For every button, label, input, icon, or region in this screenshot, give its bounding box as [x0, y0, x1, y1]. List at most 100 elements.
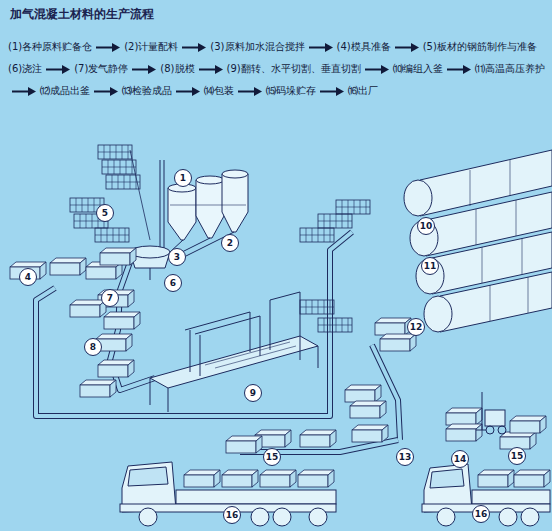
truck-part	[514, 470, 550, 487]
callout-number: 11	[421, 257, 439, 275]
flow-arrow-shaft	[176, 90, 194, 92]
process-step: ⒂码垛贮存	[266, 85, 316, 96]
cutting-machine-part	[190, 330, 191, 372]
flow-arrow-shaft	[309, 46, 327, 48]
flow-arrow	[309, 43, 333, 52]
autoclaves-part	[424, 296, 452, 332]
truck-part	[139, 508, 157, 526]
flow-arrow	[320, 87, 344, 96]
forklift-part	[485, 410, 505, 426]
product-stacks-part	[380, 334, 416, 351]
autoclave-carts-part	[300, 228, 334, 242]
flow-arrow-shaft	[365, 68, 383, 70]
product-stacks-part	[446, 408, 482, 425]
process-step: (8)脱模	[160, 63, 194, 74]
callout-number: 3	[168, 248, 186, 266]
flow-arrow-shaft	[96, 46, 114, 48]
flow-arrow-head	[62, 65, 70, 74]
cutting-machine-part	[205, 342, 290, 365]
process-step: ⒀检验成品	[122, 85, 172, 96]
callout-number: 14	[451, 450, 469, 468]
product-stacks-part	[350, 401, 386, 418]
flow-arrow-head	[192, 87, 200, 96]
callout-number: 9	[244, 384, 262, 402]
flow-arrow-head	[215, 65, 223, 74]
flow-arrow-head	[336, 87, 344, 96]
process-step: (4)模具准备	[337, 41, 391, 52]
callout-number: 16	[472, 505, 490, 523]
rebar-cages-part	[130, 150, 150, 240]
process-step: ⑾高温高压养护	[475, 63, 545, 74]
mold-carts-part	[98, 290, 134, 307]
mold-carts-part	[80, 380, 116, 397]
rebar-cages	[70, 145, 150, 242]
rail-track-part	[36, 232, 352, 416]
mold-station-part	[50, 258, 86, 275]
autoclaves-part	[482, 247, 483, 283]
process-step: (9)翻转、水平切割、垂直切割	[227, 63, 361, 74]
autoclave-carts-part	[336, 200, 370, 214]
truck-part	[430, 469, 464, 488]
flow-arrow-head	[110, 87, 118, 96]
truck-part	[128, 467, 168, 486]
autoclaves-part	[476, 209, 477, 245]
raw-material-silos-part	[222, 170, 248, 178]
flow-arrow	[12, 87, 36, 96]
product-stacks-part	[352, 425, 388, 442]
mold-carts	[70, 248, 140, 397]
callout-number: 8	[84, 338, 102, 356]
cutting-machine-part	[300, 336, 301, 360]
raw-material-silos-part	[196, 176, 224, 184]
flow-arrow-shaft	[395, 46, 413, 48]
flow-arrow-shaft	[132, 68, 150, 70]
cutting-machine-part	[168, 388, 169, 412]
cutting-machine-part	[318, 346, 319, 368]
autoclaves-part	[440, 272, 552, 332]
truck-part	[499, 508, 517, 526]
rebar-cages-part	[98, 145, 132, 159]
truck-part	[260, 470, 296, 487]
raw-material-silos-part	[164, 160, 165, 252]
flow-arrow	[447, 65, 471, 74]
autoclaves-part	[490, 285, 491, 321]
rebar-cages-part	[106, 175, 140, 189]
flow-arrow-head	[198, 43, 206, 52]
autoclaves-part	[510, 160, 511, 196]
cutting-machine-part	[150, 378, 151, 405]
flow-arrow	[365, 65, 389, 74]
flow-arrow-shaft	[238, 90, 256, 92]
callout-number: 15	[508, 447, 526, 465]
rail-track-part	[36, 232, 352, 416]
callout-number: 16	[223, 506, 241, 524]
autoclaves	[404, 150, 552, 332]
truck	[422, 464, 550, 526]
product-stacks	[226, 318, 546, 453]
autoclaves-part	[470, 170, 471, 206]
flow-arrow-shaft	[199, 68, 217, 70]
flow-arrow-head	[28, 87, 36, 96]
flow-arrow-shaft	[320, 90, 338, 92]
cutting-machine-part	[215, 346, 296, 368]
cutting-machine-part	[200, 335, 201, 376]
cutting-machine-part	[150, 336, 318, 388]
truck-part	[251, 508, 269, 526]
mold-carts-part	[100, 248, 136, 265]
rebar-cages-part	[95, 228, 129, 242]
raw-material-silos-part	[222, 174, 248, 232]
flow-arrow-shaft	[447, 68, 465, 70]
cutting-machine-part	[250, 312, 251, 352]
callout-number: 13	[396, 448, 414, 466]
flow-arrow	[199, 65, 223, 74]
flow-arrow	[238, 87, 262, 96]
process-step: ⒁包装	[204, 85, 234, 96]
product-stacks-part	[345, 385, 381, 402]
flow-arrow-shaft	[182, 46, 200, 48]
process-step: (5)板材的钢筋制作与准备	[423, 41, 537, 52]
autoclaves-part	[404, 180, 432, 216]
cutting-machine-part	[270, 292, 300, 300]
flow-arrow	[176, 87, 200, 96]
autoclaves-part	[528, 277, 529, 313]
flow-arrow-head	[325, 43, 333, 52]
process-step: (7)发气静停	[74, 63, 128, 74]
